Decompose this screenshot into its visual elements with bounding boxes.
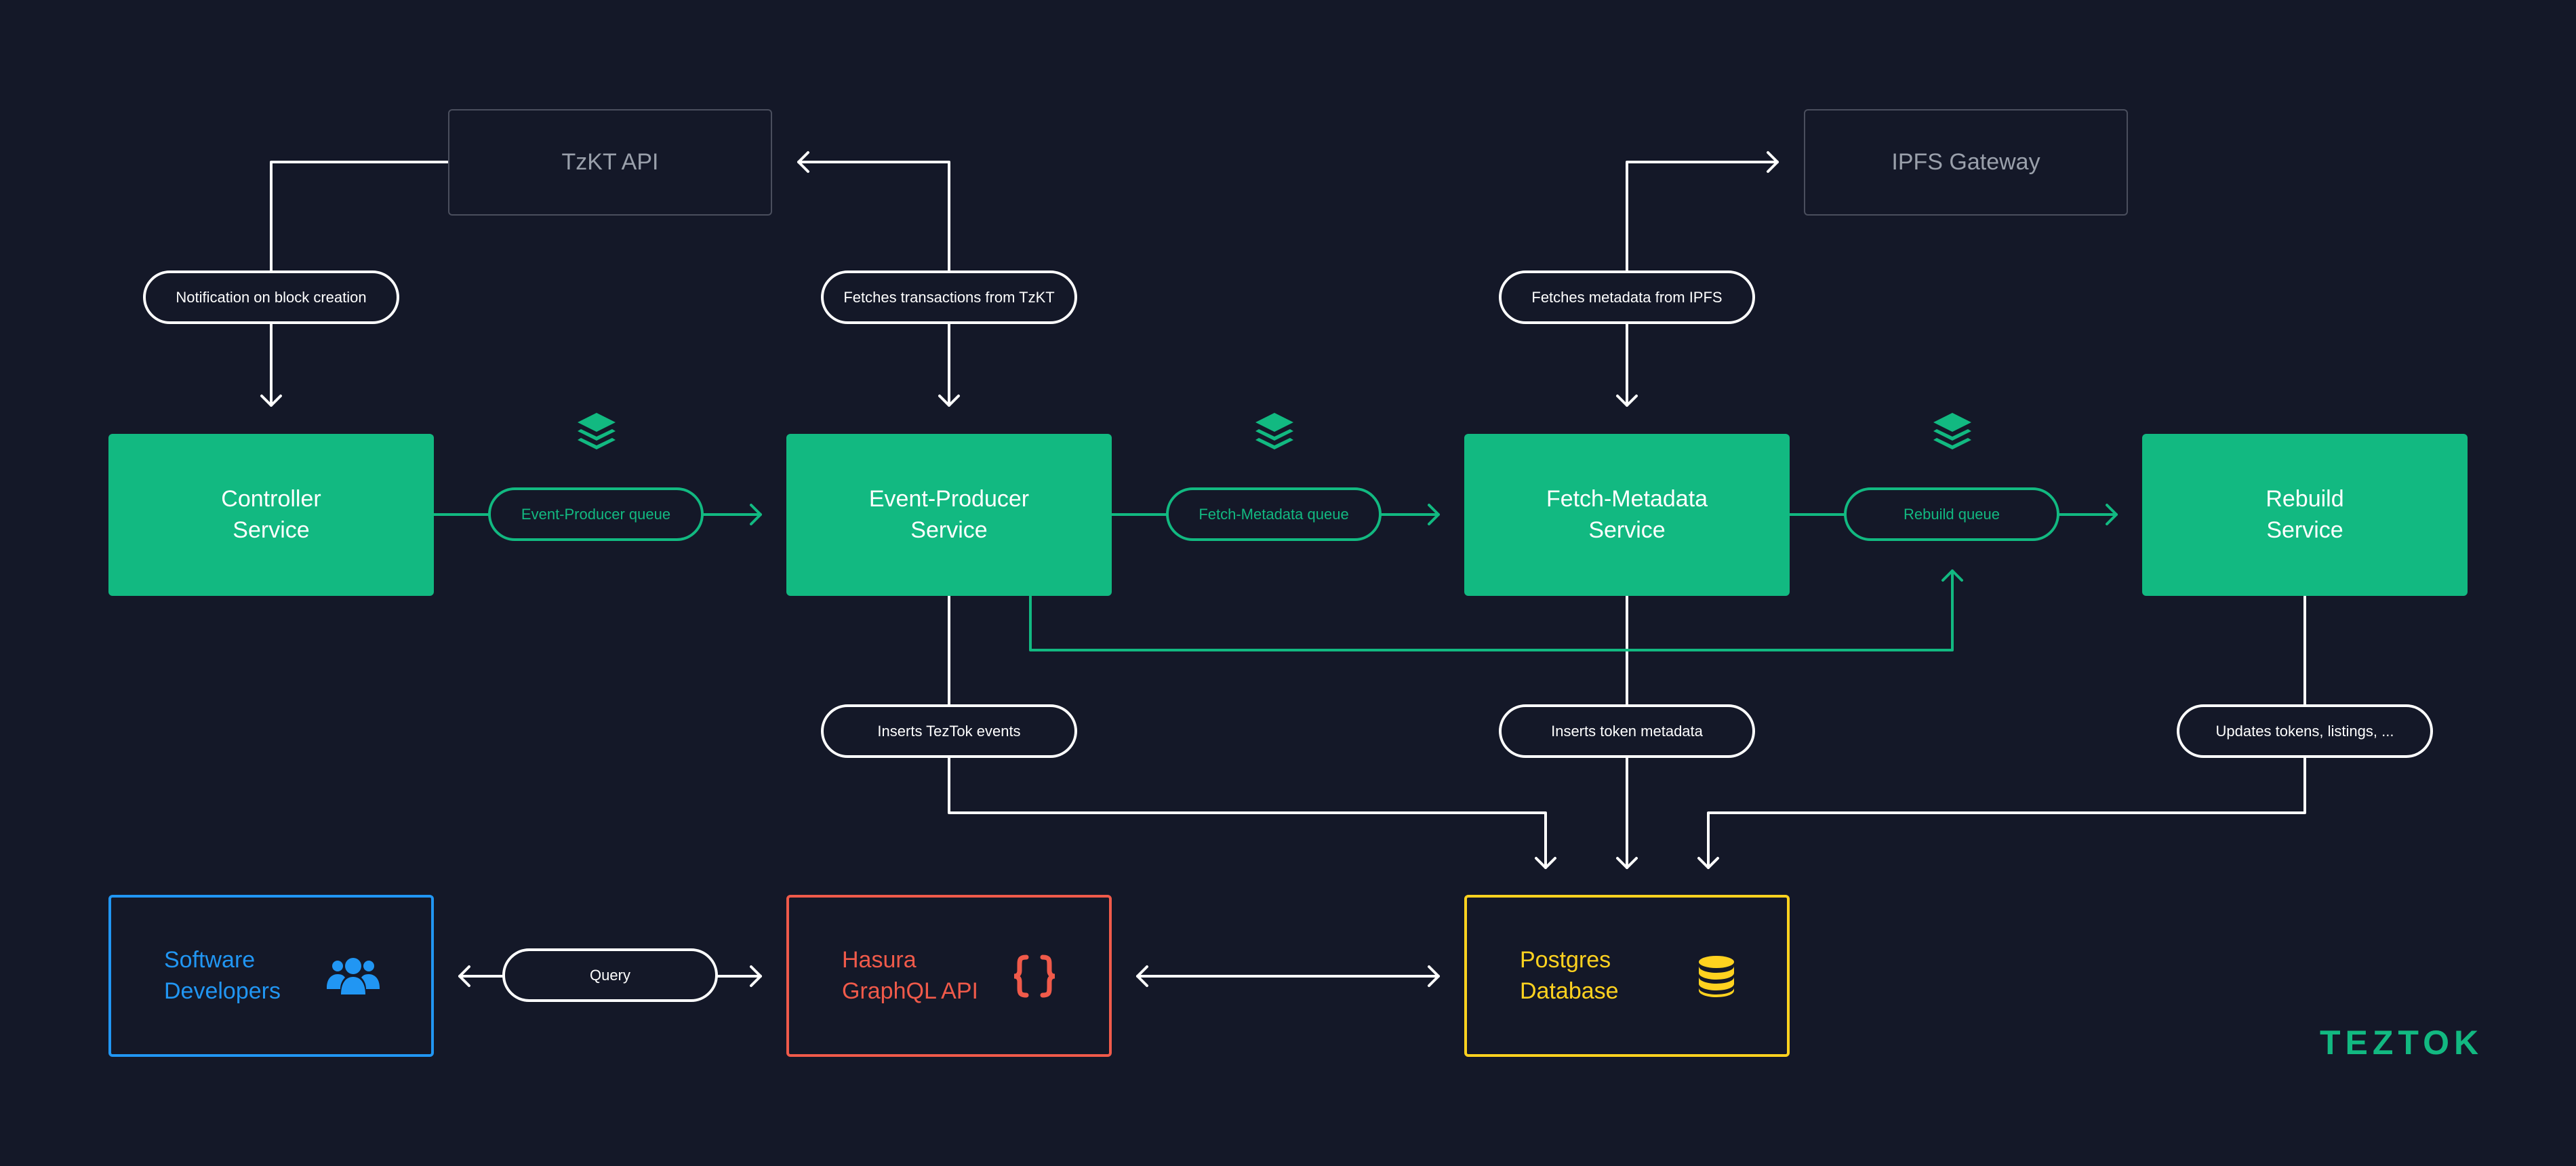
event-producer-service-label: Event-Producer Service xyxy=(868,485,1030,543)
block-notification-label: Notification on block creation xyxy=(176,288,367,306)
event-producer-service-box: Event-Producer Service xyxy=(786,434,1112,596)
curly-braces-icon xyxy=(1013,954,1055,997)
wire-fetchmetadata-to-ipfs xyxy=(1626,161,1779,407)
wire-tzkt-to-controller xyxy=(270,161,449,407)
rebuild-queue-pill: Rebuild queue xyxy=(1844,487,2059,541)
arrowhead-postgres-side xyxy=(1428,965,1440,987)
event-producer-queue-layers-icon xyxy=(578,413,616,449)
tzkt-api-label: TzKT API xyxy=(561,148,659,175)
arrowhead-rebuild-queue xyxy=(2106,504,2118,525)
fetch-metadata-queue-layers-icon xyxy=(1255,413,1293,449)
hasura-graphql-api-label: Hasura GraphQL API xyxy=(842,946,978,1004)
fetch-metadata-queue-label: Fetch-Metadata queue xyxy=(1199,505,1349,523)
arrowhead-tzkt xyxy=(797,151,809,173)
arrowhead-rebuild-queue-up xyxy=(1941,569,1963,582)
arrowhead-eventproducer xyxy=(938,395,960,407)
insert-events-pill: Inserts TezTok events xyxy=(821,704,1077,758)
software-developers-label: Software Developers xyxy=(164,946,281,1004)
arrowhead-developers xyxy=(458,965,470,987)
arrowhead-controller xyxy=(260,395,282,407)
rebuild-service-label: Rebuild Service xyxy=(2266,485,2344,543)
fetch-metadata-service-box: Fetch-Metadata Service xyxy=(1464,434,1790,596)
hasura-graphql-api-box: Hasura GraphQL API xyxy=(786,895,1112,1057)
rebuild-queue-layers-icon xyxy=(1933,413,1971,449)
arrowhead-postgres-right xyxy=(1697,857,1719,869)
update-tokens-label: Updates tokens, listings, ... xyxy=(2215,722,2394,740)
wire-eventproducer-to-tzkt xyxy=(797,161,950,407)
fetch-metadata-pill: Fetches metadata from IPFS xyxy=(1499,270,1755,324)
query-pill: Query xyxy=(502,948,718,1002)
controller-service-label: Controller Service xyxy=(221,485,321,543)
query-label: Query xyxy=(590,966,630,984)
arrowhead-fetchmetadata-queue xyxy=(1428,504,1440,525)
arrowhead-ipfs xyxy=(1767,151,1779,173)
software-developers-box: Software Developers xyxy=(108,895,434,1057)
postgres-database-box: Postgres Database xyxy=(1464,895,1790,1057)
arrowhead-eventproducer-queue xyxy=(750,504,762,525)
database-icon xyxy=(1699,955,1734,997)
insert-metadata-label: Inserts token metadata xyxy=(1551,722,1703,740)
controller-service-box: Controller Service xyxy=(108,434,434,596)
fetch-metadata-label: Fetches metadata from IPFS xyxy=(1531,288,1723,306)
arrowhead-fetchmetadata xyxy=(1616,395,1638,407)
fetch-metadata-service-label: Fetch-Metadata Service xyxy=(1546,485,1708,543)
arrowhead-postgres-left xyxy=(1535,857,1556,869)
fetch-transactions-pill: Fetches transactions from TzKT xyxy=(821,270,1077,324)
users-icon xyxy=(327,957,380,994)
block-notification-pill: Notification on block creation xyxy=(143,270,399,324)
fetch-transactions-label: Fetches transactions from TzKT xyxy=(843,288,1055,306)
fetch-metadata-queue-pill: Fetch-Metadata queue xyxy=(1166,487,1382,541)
wire-eventproducer-to-rebuild-queue xyxy=(1029,569,1954,651)
ipfs-gateway-label: IPFS Gateway xyxy=(1891,148,2040,175)
teztok-logo: TEZTOK xyxy=(2320,1024,2484,1062)
tzkt-api-box: TzKT API xyxy=(448,109,772,216)
insert-metadata-pill: Inserts token metadata xyxy=(1499,704,1755,758)
postgres-database-label: Postgres Database xyxy=(1520,946,1619,1004)
rebuild-service-box: Rebuild Service xyxy=(2142,434,2468,596)
rebuild-queue-label: Rebuild queue xyxy=(1904,505,2000,523)
arrowhead-postgres-center xyxy=(1616,857,1638,869)
arrowhead-hasura-right xyxy=(1136,965,1148,987)
arrowhead-hasura-left xyxy=(750,965,762,987)
insert-events-label: Inserts TezTok events xyxy=(877,722,1021,740)
update-tokens-pill: Updates tokens, listings, ... xyxy=(2177,704,2433,758)
ipfs-gateway-box: IPFS Gateway xyxy=(1804,109,2128,216)
event-producer-queue-pill: Event-Producer queue xyxy=(488,487,704,541)
event-producer-queue-label: Event-Producer queue xyxy=(521,505,671,523)
